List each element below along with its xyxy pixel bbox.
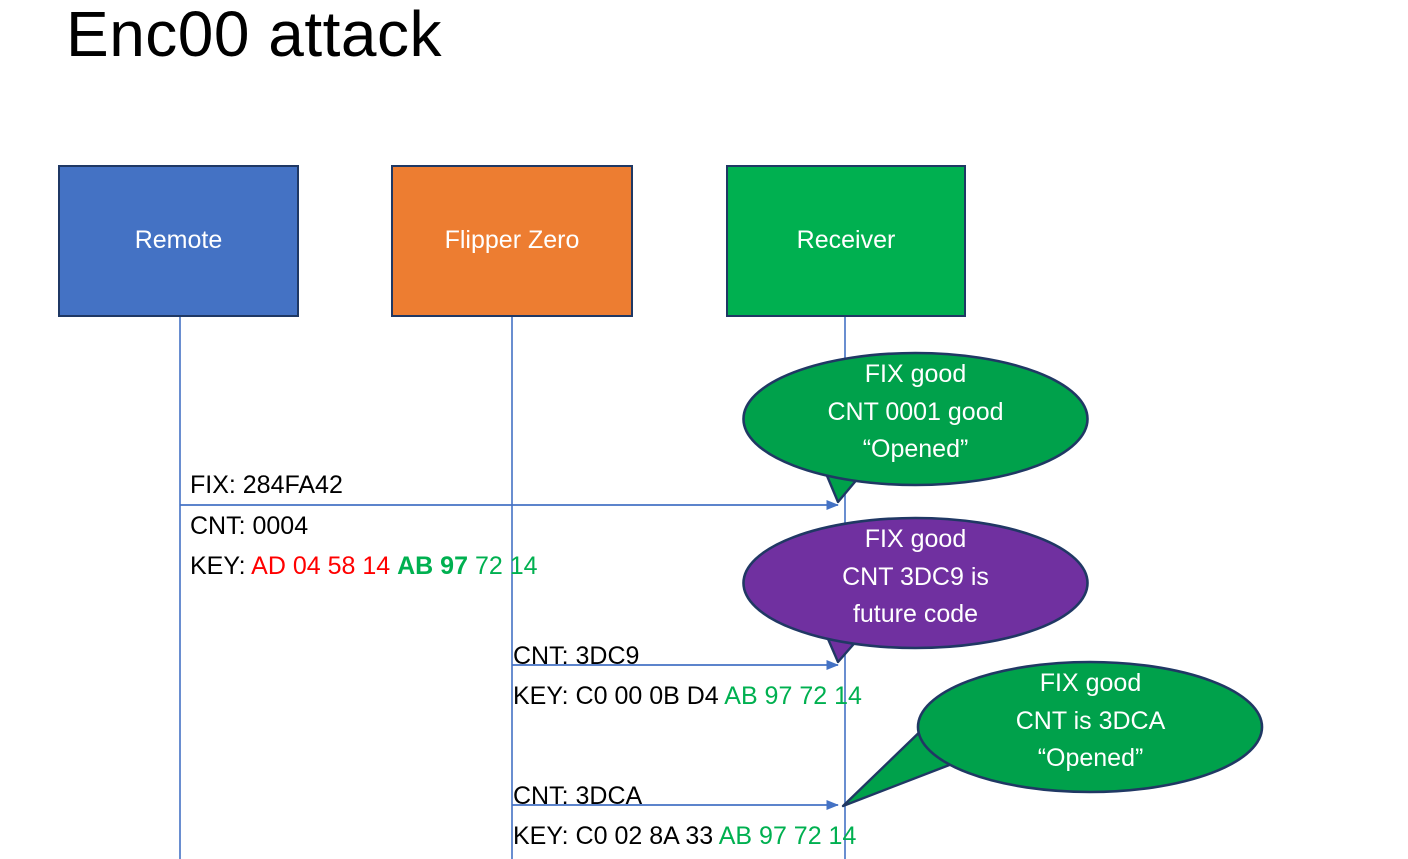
message-3-key-label: KEY:: [513, 822, 576, 850]
speech-bubble-3-line-3: “Opened”: [1037, 744, 1144, 772]
message-1-key-serial-bytes-a: AB 97: [397, 552, 468, 580]
speech-bubble-2-line-3: future code: [852, 600, 979, 628]
speech-bubble-2-text: FIX good CNT 3DC9 is future code: [743, 521, 1088, 634]
speech-bubble-1-line-1: FIX good: [864, 360, 967, 388]
actor-label-flipper-zero: Flipper Zero: [444, 226, 580, 255]
actor-box-remote[interactable]: Remote: [58, 165, 299, 317]
speech-bubble-2-line-1: FIX good: [864, 525, 967, 553]
speech-bubble-1-line-3: “Opened”: [862, 435, 969, 463]
message-3-key-rolling-bytes: C0 02 8A 33: [575, 822, 714, 850]
speech-bubble-1-text: FIX good CNT 0001 good “Opened”: [743, 356, 1088, 469]
message-1-key-serial-bytes-b: 72 14: [474, 552, 538, 580]
actor-box-receiver[interactable]: Receiver: [726, 165, 966, 317]
actor-box-flipper-zero[interactable]: Flipper Zero: [391, 165, 633, 317]
page-title: Enc00 attack: [66, 0, 442, 70]
message-1-fix-line: FIX: 284FA42: [190, 471, 343, 499]
message-2-cnt-line: CNT: 3DC9: [513, 642, 640, 670]
speech-bubble-3-text: FIX good CNT is 3DCA “Opened”: [918, 665, 1263, 778]
message-3-key-serial-bytes: AB 97 72 14: [718, 822, 857, 850]
speech-bubble-2-line-2: CNT 3DC9 is: [842, 562, 989, 591]
message-2-key-line: KEY: C0 00 0B D4 AB 97 72 14: [513, 681, 862, 711]
message-2-key-label: KEY:: [513, 682, 576, 710]
speech-bubble-3-line-2: CNT is 3DCA: [1015, 706, 1166, 735]
message-2-key-serial-bytes: AB 97 72 14: [724, 682, 862, 710]
message-2-key-rolling-bytes: C0 00 0B D4: [575, 682, 719, 710]
actor-label-receiver: Receiver: [796, 226, 896, 255]
speech-bubble-3-line-1: FIX good: [1039, 669, 1142, 697]
message-1-key-line: KEY: AD 04 58 14 AB 97 72 14: [190, 551, 538, 581]
speech-bubble-1-line-2: CNT 0001 good: [827, 397, 1004, 426]
actor-label-remote: Remote: [134, 226, 223, 255]
message-1-cnt-line: CNT: 0004: [190, 512, 309, 540]
message-1-key-label: KEY:: [190, 552, 252, 580]
message-3-key-line: KEY: C0 02 8A 33 AB 97 72 14: [513, 821, 856, 851]
message-1-key-rolling-bytes: AD 04 58 14: [251, 552, 391, 580]
message-3-cnt-line: CNT: 3DCA: [513, 782, 643, 810]
